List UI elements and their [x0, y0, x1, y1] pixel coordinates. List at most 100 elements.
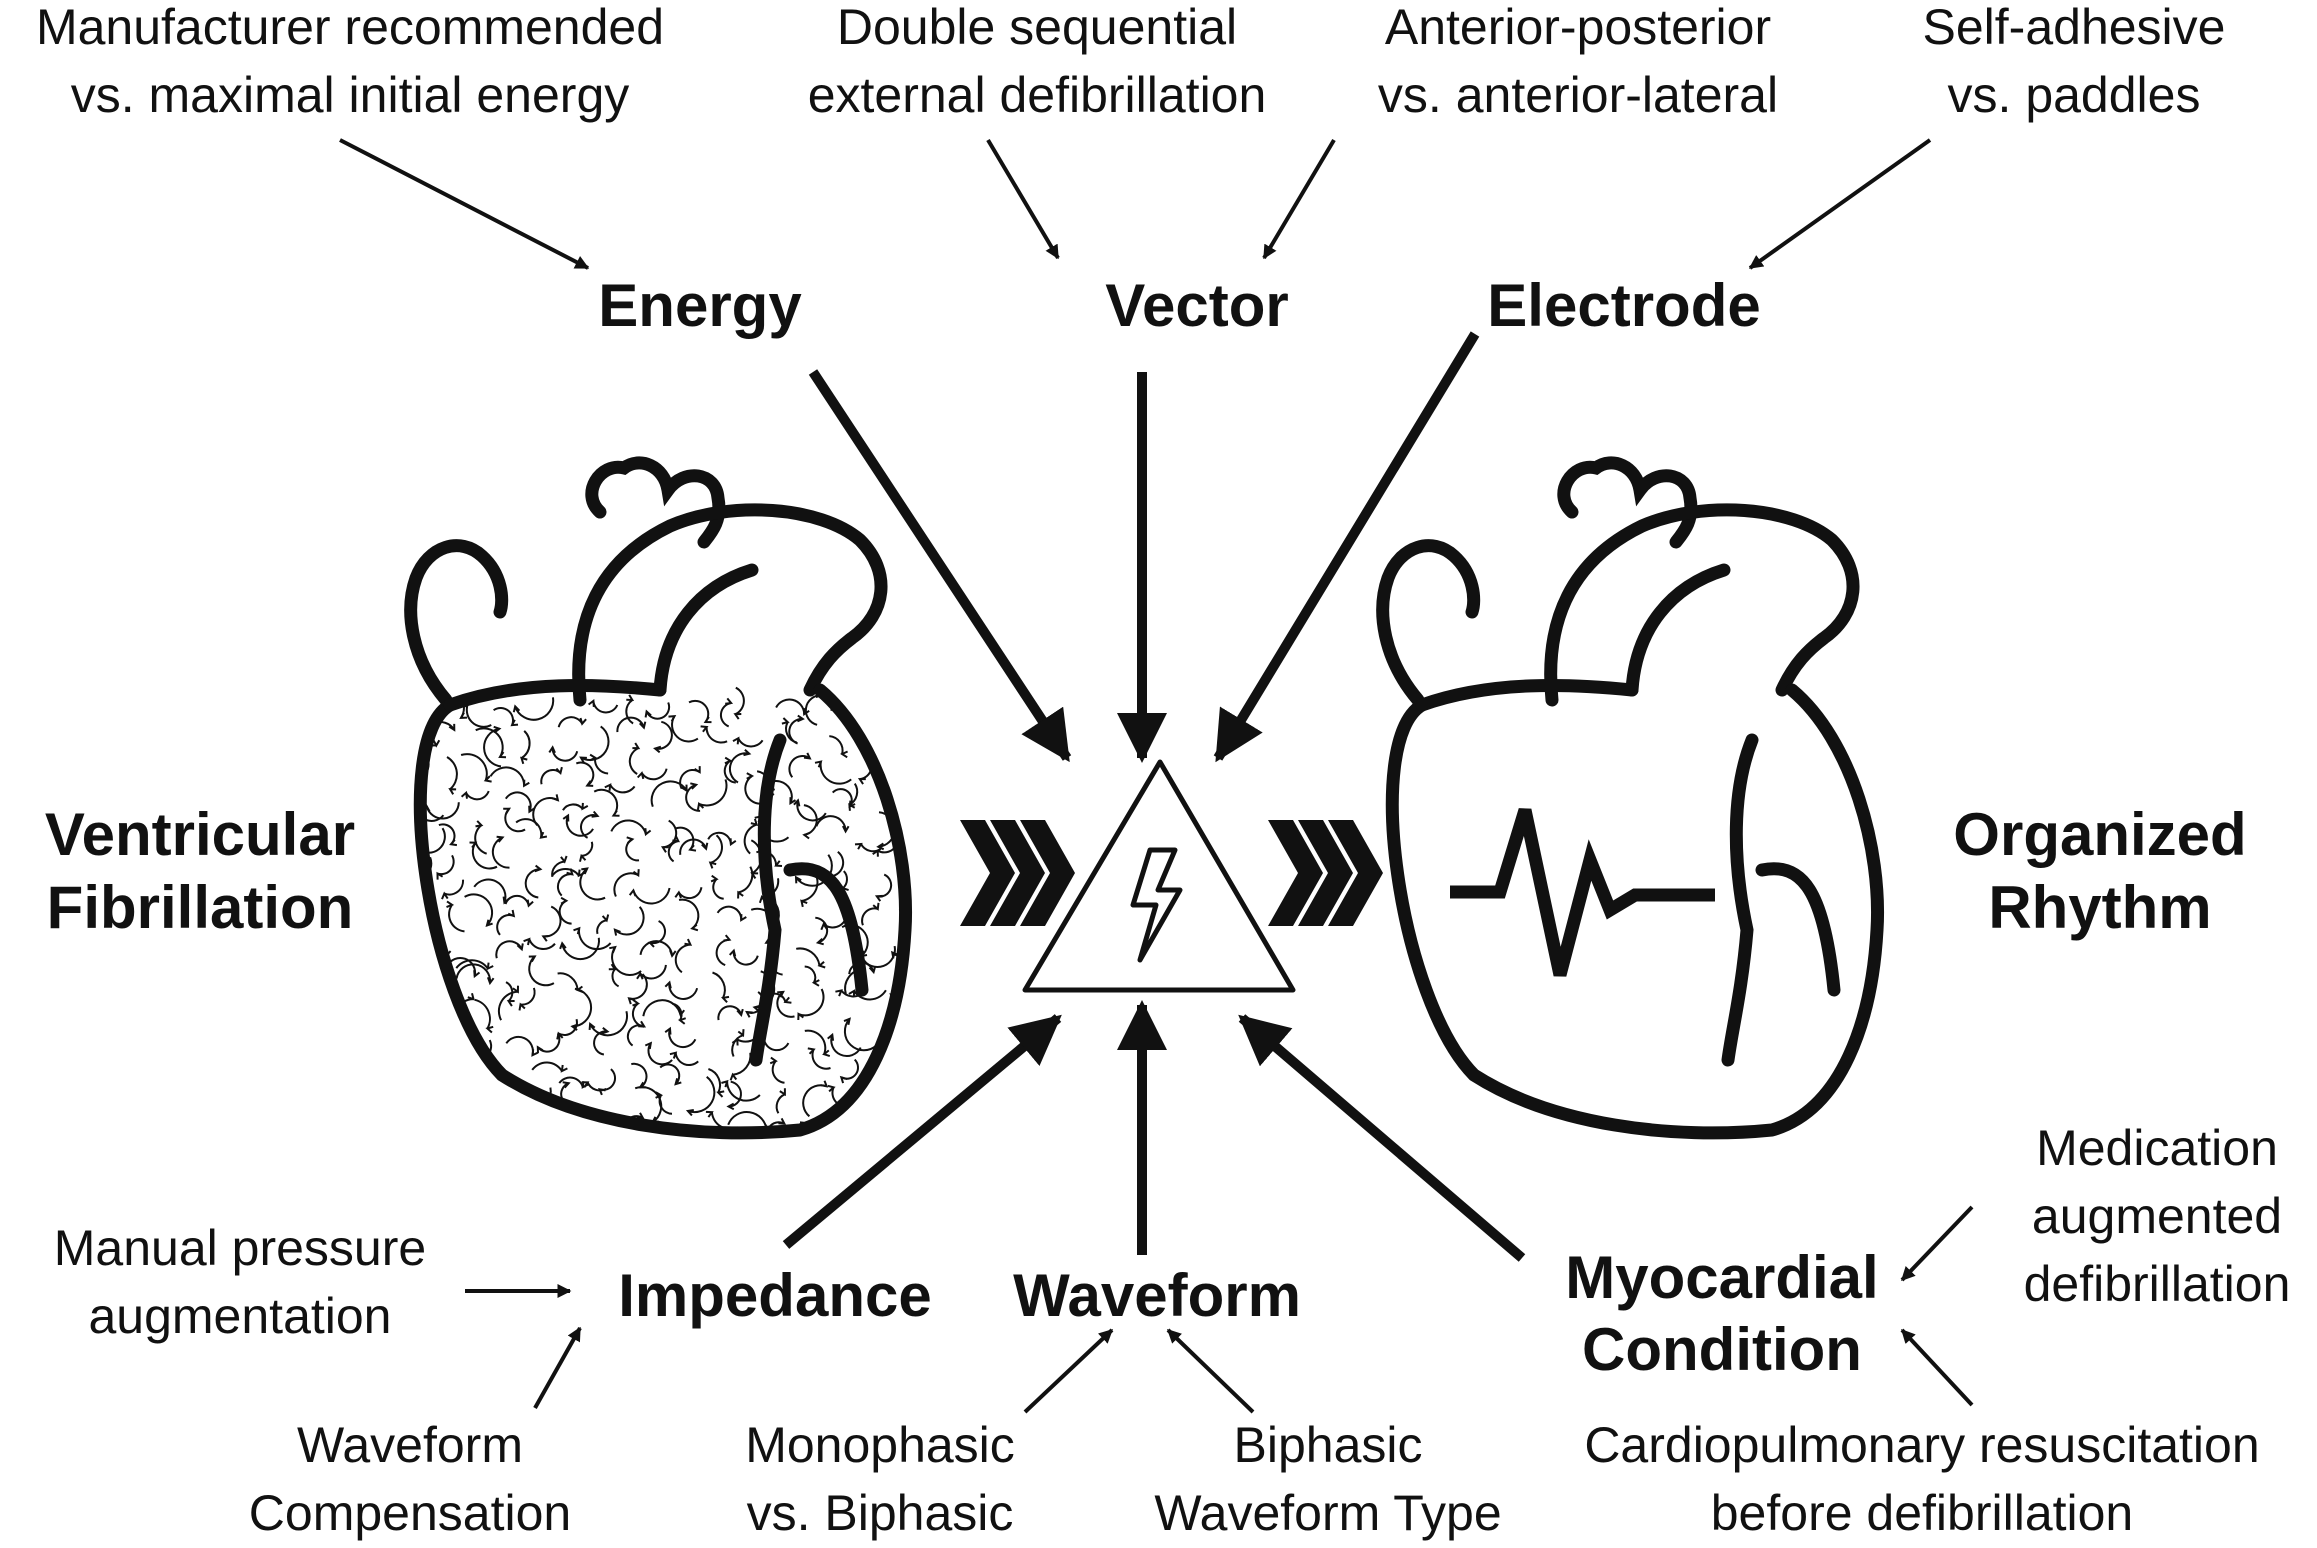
fibrillation-swirl [522, 1124, 544, 1133]
fibrillation-swirl [675, 826, 695, 851]
fibrillation-swirl-arrowhead [588, 698, 595, 707]
fibrillation-swirl-arrowhead [520, 756, 528, 765]
fibrillation-swirl-arrowhead [581, 1081, 590, 1088]
fibrillation-swirl-arrowhead [579, 1125, 587, 1133]
impedance-detail-left-line-2: augmentation [88, 1288, 391, 1344]
impedance-to-shock-arrow [782, 1014, 1062, 1249]
fibrillation-swirl-arrowhead [752, 1004, 761, 1013]
impedance-detail-left-line-1: Manual pressure [54, 1220, 426, 1276]
vector-detail-left-line-2: external defibrillation [808, 67, 1267, 123]
vector-detail-right-line-2: vs. anterior-lateral [1378, 67, 1778, 123]
fibrillation-swirl-arrowhead [579, 717, 587, 726]
fibrillation-swirl [732, 1052, 752, 1076]
fibrillation-swirl-arrowhead [562, 813, 570, 822]
fibrillation-swirl [561, 937, 600, 961]
fibrillation-swirl [848, 783, 859, 806]
fibrillation-swirl [865, 1128, 889, 1133]
fibrillation-swirl-arrowhead [842, 825, 850, 834]
fibrillation-swirl [593, 788, 619, 817]
fibrillation-swirl-arrowhead [482, 1083, 490, 1092]
fibrillation-swirl-arrowhead [779, 1088, 786, 1097]
waveform-detail-left-line-1: Monophasic [745, 1417, 1015, 1473]
energy-to-shock-arrow [808, 369, 1072, 763]
fibrillation-swirl [819, 761, 852, 785]
fibrillation-swirl-arrowhead [737, 1029, 745, 1038]
fibrillation-swirl [505, 1102, 526, 1115]
fibrillation-swirl-arrowhead [778, 1117, 787, 1125]
fibrillation-swirl [815, 815, 847, 832]
fibrillation-swirl-arrowhead [814, 760, 823, 768]
vector-detail-right-arrow [1262, 138, 1336, 260]
fibrillation-swirl-arrowhead [774, 860, 783, 867]
vector-detail-left-line-1: Double sequential [837, 0, 1237, 55]
fibrillation-swirl-arrowhead [581, 867, 589, 875]
fibrillation-swirl [562, 803, 584, 811]
before-state-line-1: Ventricular [45, 801, 355, 868]
fibrillation-swirl-arrowhead [732, 736, 740, 745]
fibrillation-swirl [579, 867, 606, 901]
fibrillation-swirl-arrowhead [674, 890, 682, 899]
fibrillation-swirl-arrowhead [465, 1052, 473, 1061]
vector-detail-left-arrow [986, 138, 1060, 260]
myocardial-detail-bottom-arrow [1900, 1328, 1974, 1407]
fibrillation-swirl [610, 819, 647, 835]
fibrillation-swirl-arrowhead [886, 1114, 894, 1122]
high-voltage-warning-icon [1022, 759, 1296, 993]
fibrillation-swirl [420, 1030, 431, 1052]
fibrillation-swirl [420, 1076, 460, 1101]
fibrillation-swirl [531, 1061, 563, 1072]
fibrillation-swirl-arrowhead [579, 853, 587, 862]
fibrillation-swirl-arrowhead [740, 914, 747, 922]
electrode-label: Electrode [1487, 272, 1760, 339]
fibrillation-swirl [734, 686, 745, 716]
fibrillation-swirl-arrowhead [638, 1020, 647, 1028]
fibrillation-swirl [899, 783, 906, 791]
fibrillating-heart-icon [404, 456, 913, 1140]
fibrillation-swirl-arrowhead [473, 970, 481, 979]
fibrillation-swirl [776, 991, 795, 1018]
fibrillation-swirl [671, 715, 699, 743]
fibrillation-swirl [491, 836, 510, 869]
electrode-detail-line-1: Self-adhesive [1923, 0, 2226, 55]
fibrillation-swirl-arrowhead [664, 980, 672, 989]
after-state-line-2: Rhythm [1988, 874, 2211, 941]
fibrillation-swirl-arrowhead [523, 779, 530, 788]
fibrillation-swirl-arrowhead [904, 997, 906, 1006]
fibrillation-swirl-arrowhead [436, 871, 444, 880]
myocardial-detail-top-arrow [1900, 1205, 1974, 1282]
fibrillation-swirl-arrowhead [457, 1094, 464, 1102]
fibrillation-swirl [727, 1111, 768, 1131]
fibrillation-swirl-arrowhead [677, 1017, 687, 1025]
fibrillation-swirl [474, 824, 488, 855]
fibrillation-swirl-arrowhead [585, 780, 594, 787]
fibrillation-swirl [802, 1084, 828, 1118]
fibrillation-swirl-arrowhead [815, 937, 824, 946]
fibrillation-swirl-arrowhead [555, 766, 563, 776]
myocardial-detail-top-line-3: defibrillation [2024, 1256, 2291, 1312]
fibrillation-swirl-arrowhead [638, 721, 647, 730]
fibrillation-swirl [426, 1055, 456, 1079]
fibrillation-swirl-arrowhead [448, 723, 456, 732]
impedance-detail-below-text: Waveform Compensation [249, 1417, 571, 1541]
fibrillation-swirl [497, 990, 518, 1021]
fibrillation-swirl [420, 1054, 431, 1067]
fibrillation-swirl-arrowhead [906, 685, 912, 691]
fibrillation-swirl-arrowhead [528, 955, 537, 963]
fibrillation-swirl-arrowhead [451, 1047, 460, 1055]
fibrillation-swirl-arrowhead [484, 1121, 493, 1130]
fibrillation-swirl [678, 898, 700, 930]
fibrillation-swirl [884, 752, 906, 767]
fibrillation-swirl [483, 727, 502, 768]
fibrillation-swirl [520, 987, 536, 1006]
fibrillation-swirl [677, 887, 703, 900]
fibrillation-swirl [611, 946, 642, 976]
fibrillation-swirl-arrowhead [539, 831, 548, 839]
fibrillation-swirl-arrowhead [510, 1093, 519, 1102]
fibrillation-swirl [495, 940, 523, 959]
fibrillation-swirl-arrowhead [726, 1102, 735, 1111]
fibrillation-swirl [565, 815, 594, 837]
fibrillation-swirl [504, 791, 532, 813]
fibrillation-swirl-arrowhead [796, 714, 805, 723]
fibrillation-swirl-arrowhead [441, 1002, 449, 1011]
